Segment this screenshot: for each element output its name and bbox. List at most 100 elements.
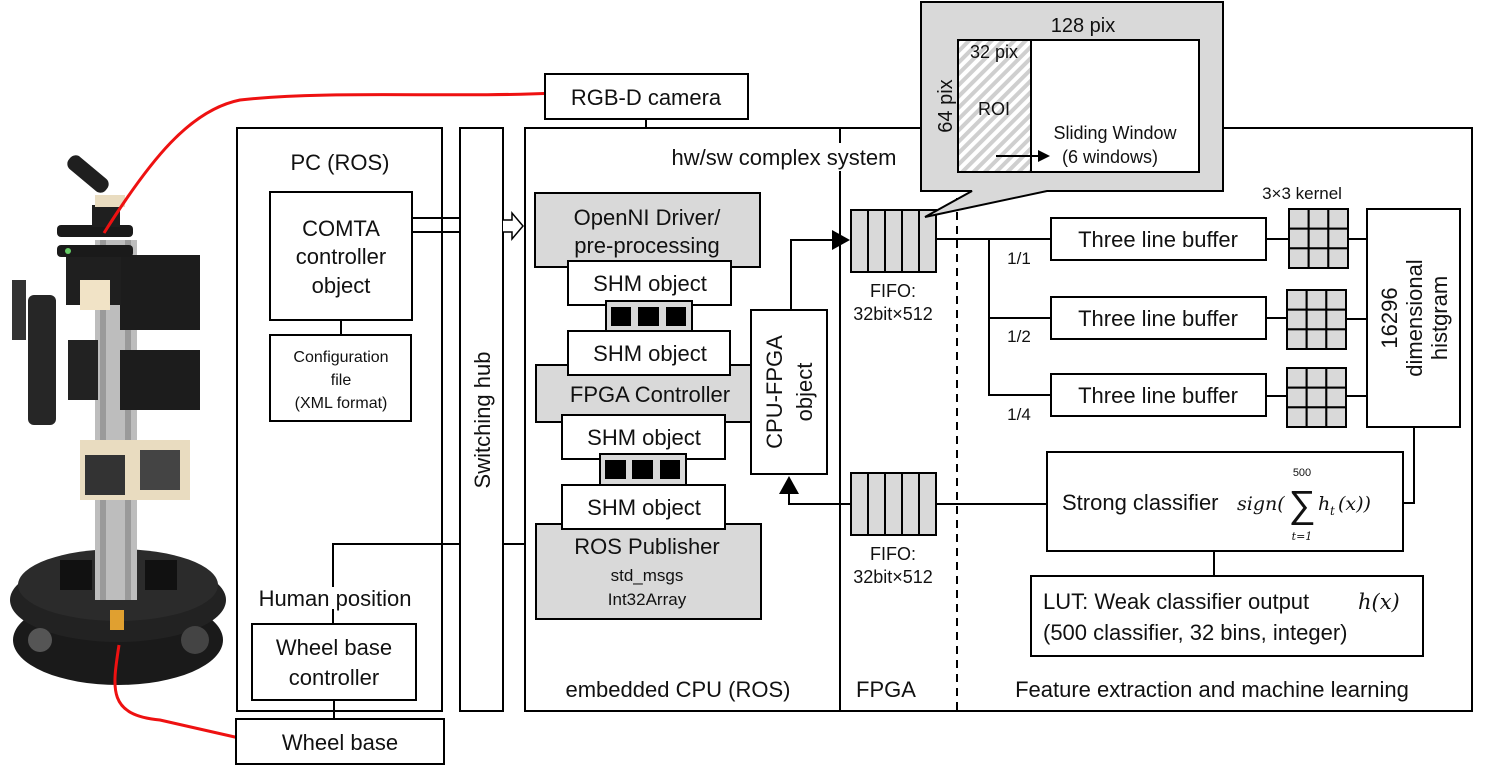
line-buffer-2-label: Three line buffer xyxy=(1078,306,1238,331)
switching-hub xyxy=(459,127,504,712)
kernel-cell xyxy=(1327,208,1350,230)
fifo-in-label2: 32bit×512 xyxy=(853,304,933,324)
scale-1-1: 1/1 xyxy=(1007,249,1031,268)
callout-sliding2: (6 windows) xyxy=(1062,147,1158,167)
histogram-line3: histgram xyxy=(1427,276,1452,360)
ros-publisher-label: ROS Publisher xyxy=(574,534,720,559)
lut-hx: h(x) xyxy=(1358,590,1400,614)
kernel-cell xyxy=(1305,386,1328,409)
kernel-cell xyxy=(1307,208,1330,230)
kernel-grid-3 xyxy=(1286,367,1348,429)
openni-line2: pre-processing xyxy=(574,233,720,258)
robot-photo xyxy=(10,155,226,685)
wheel-controller-line2: controller xyxy=(289,665,379,690)
fifo-out-label2: 32bit×512 xyxy=(853,567,933,587)
histogram-line1: 16296 xyxy=(1377,287,1402,348)
kernel-cell xyxy=(1307,227,1330,250)
hub-arrow-icon xyxy=(503,210,524,242)
histogram-line2: dimensional xyxy=(1402,259,1427,376)
switching-hub-label: Switching hub xyxy=(470,352,495,489)
histogram-box xyxy=(1366,208,1461,428)
callout-sliding1: Sliding Window xyxy=(1053,123,1177,143)
fpga-footer: FPGA xyxy=(856,677,916,702)
camera-wire xyxy=(102,91,556,234)
shm-object-2-label-front: SHM object xyxy=(593,341,707,366)
wheel-base-box xyxy=(235,718,445,765)
callout-width-label: 128 pix xyxy=(1051,15,1116,37)
kernel-cell xyxy=(1305,406,1328,429)
shm-object-4-label-front: SHM object xyxy=(587,495,701,520)
kernel-cell xyxy=(1305,308,1328,331)
comta-line1: COMTA xyxy=(302,216,380,241)
callout-height-label: 64 pix xyxy=(935,79,957,132)
kernel-cell xyxy=(1325,386,1348,409)
scale-1-2: 1/2 xyxy=(1007,327,1031,346)
wheel-base-label: Wheel base xyxy=(282,730,398,755)
shm-object-3-label: SHM object xyxy=(587,425,701,450)
kernel-cell xyxy=(1286,367,1308,389)
sum-icon: ∑ xyxy=(1288,484,1315,526)
wheelbase-wire xyxy=(113,644,249,742)
ros-publisher-msgs: std_msgs xyxy=(611,566,684,585)
kernel-cell xyxy=(1286,406,1308,429)
cpu-fpga-line2: object xyxy=(792,363,817,422)
config-line3: (XML format) xyxy=(295,395,388,412)
config-file-box xyxy=(269,334,412,422)
kernel-cell xyxy=(1288,247,1310,269)
kernel-cell xyxy=(1288,208,1310,230)
callout-roi-width: 32 pix xyxy=(970,42,1018,62)
embedded-cpu-footer: embedded CPU (ROS) xyxy=(566,677,791,702)
openni-driver-box xyxy=(534,192,761,268)
kernel-cell xyxy=(1286,308,1308,331)
kernel-cell xyxy=(1327,227,1350,250)
fpga-controller-label: FPGA Controller xyxy=(570,382,730,407)
formula-tail: (x)) xyxy=(1338,493,1371,515)
kernel-cell xyxy=(1327,247,1350,269)
formula-sub: t xyxy=(1330,504,1335,518)
openni-line1: OpenNI Driver/ xyxy=(574,205,722,230)
line-buffer-3-label: Three line buffer xyxy=(1078,383,1238,408)
lut-line1: LUT: Weak classifier output xyxy=(1043,589,1309,614)
kernel-cell xyxy=(1325,289,1348,311)
kernel-grid-1 xyxy=(1288,208,1350,269)
fifo-out xyxy=(850,472,937,536)
sliding-window-callout xyxy=(920,1,1224,218)
kernel-cell xyxy=(1288,227,1310,250)
pc-title: PC (ROS) xyxy=(291,150,390,175)
fifo-in-label1: FIFO: xyxy=(870,281,916,301)
comta-line3: object xyxy=(312,273,371,298)
lut-box xyxy=(1030,575,1424,657)
rgbd-camera-label: RGB-D camera xyxy=(571,85,722,110)
kernel-cell xyxy=(1305,328,1328,351)
formula-lower: t=1 xyxy=(1292,530,1313,543)
callout-roi: ROI xyxy=(978,99,1010,119)
kernel-cell xyxy=(1286,328,1308,351)
kernel-cell xyxy=(1286,386,1308,409)
wheel-controller-line1: Wheel base xyxy=(276,635,392,660)
kernel-grid-2 xyxy=(1286,289,1348,351)
wheel-base-controller-box xyxy=(251,623,417,701)
formula-upper: 500 xyxy=(1293,467,1311,479)
kernel-cell xyxy=(1305,289,1328,311)
kernel-label: 3×3 kernel xyxy=(1262,184,1342,203)
lut-line2: (500 classifier, 32 bins, integer) xyxy=(1043,620,1348,645)
shm-object-1 xyxy=(567,260,732,306)
cpu-fpga-object xyxy=(750,309,828,475)
scale-1-4: 1/4 xyxy=(1007,405,1031,424)
ros-publisher-type: Int32Array xyxy=(608,590,687,609)
human-position-label: Human position xyxy=(259,586,412,611)
arrow-to-cpu-icon xyxy=(779,476,799,494)
config-line1: Configuration xyxy=(293,349,388,366)
feature-footer: Feature extraction and machine learning xyxy=(1015,677,1409,702)
rgbd-camera-box xyxy=(544,73,749,120)
hwsw-system-title: hw/sw complex system xyxy=(672,145,897,170)
kernel-cell xyxy=(1325,308,1348,331)
arrow-to-fifo-icon xyxy=(832,230,850,250)
strong-classifier-label: Strong classifier xyxy=(1062,490,1219,515)
fifo-out-label1: FIFO: xyxy=(870,544,916,564)
slide-arrow-icon xyxy=(1038,150,1050,162)
formula-sign: sign( xyxy=(1237,493,1285,515)
kernel-cell xyxy=(1325,367,1348,389)
comta-line2: controller xyxy=(296,244,386,269)
